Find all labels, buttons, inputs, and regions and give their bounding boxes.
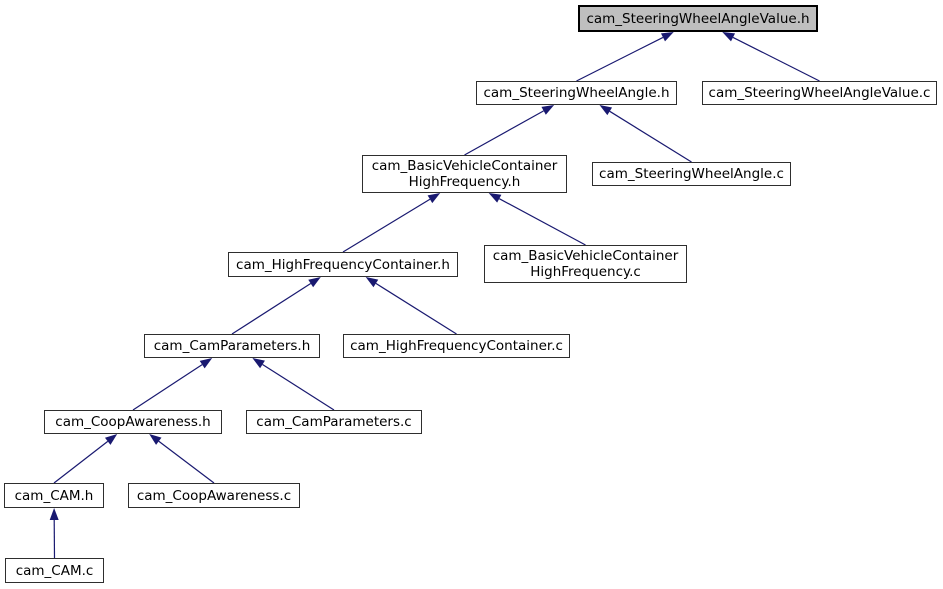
graph-node-hfc_h[interactable]: cam_HighFrequencyContainer.h [228, 252, 458, 277]
edge-arrowhead [104, 434, 118, 445]
graph-node-cam_c[interactable]: cam_CAM.c [5, 558, 104, 583]
edge-arrowhead [199, 358, 213, 369]
edge-line [375, 282, 457, 335]
edge-arrowhead [660, 32, 674, 42]
graph-node-cam_h[interactable]: cam_CAM.h [4, 483, 104, 508]
graph-node-label-line: cam_CAM.c [15, 562, 94, 579]
graph-node-label-line: cam_SteeringWheelAngle.h [483, 85, 670, 101]
graph-node-cp_c[interactable]: cam_CamParameters.c [246, 410, 422, 434]
edge-arrowhead [308, 277, 321, 288]
graph-node-ca_h[interactable]: cam_CoopAwareness.h [44, 410, 222, 434]
edge-line [53, 440, 109, 484]
graph-node-label-line: cam_CoopAwareness.h [55, 414, 211, 430]
graph-node-label-line: cam_CamParameters.h [153, 338, 311, 354]
edge-arrowhead [252, 358, 265, 369]
edge-arrowhead [49, 508, 59, 521]
graph-node-label-line: cam_HighFrequencyContainer.h [236, 256, 450, 273]
graph-node-hfc_c[interactable]: cam_HighFrequencyContainer.c [343, 334, 570, 358]
graph-node-label-line: cam_SteeringWheelAngleValue.h [586, 10, 810, 27]
graph-node-swav_h[interactable]: cam_SteeringWheelAngleValue.h [578, 5, 818, 32]
edge-line [158, 440, 215, 484]
edge-line [576, 36, 664, 82]
graph-node-label-line: cam_BasicVehicleContainer [492, 248, 679, 264]
graph-node-swav_c[interactable]: cam_SteeringWheelAngleValue.c [702, 81, 937, 105]
edge-arrowhead [149, 434, 162, 445]
edge-line [231, 282, 312, 335]
edge-line [342, 198, 431, 253]
graph-node-swa_c[interactable]: cam_SteeringWheelAngle.c [592, 162, 791, 186]
graph-node-label-line: HighFrequency.h [408, 174, 521, 190]
graph-node-ca_c[interactable]: cam_CoopAwareness.c [128, 483, 300, 508]
graph-node-label-line: cam_CAM.h [14, 487, 94, 504]
edge-arrowhead [427, 193, 441, 204]
graph-node-cp_h[interactable]: cam_CamParameters.h [144, 334, 320, 358]
graph-node-label-line: cam_HighFrequencyContainer.c [350, 338, 563, 354]
edge-line [498, 198, 586, 246]
edge-line [132, 364, 203, 411]
graph-node-label-line: cam_SteeringWheelAngle.c [599, 166, 784, 182]
edge-arrowhead [488, 193, 502, 203]
graph-node-swa_h[interactable]: cam_SteeringWheelAngle.h [476, 81, 677, 105]
edge-arrowhead [365, 277, 379, 288]
edge-line [464, 110, 544, 156]
edge-line [732, 36, 820, 82]
graph-node-label-line: cam_SteeringWheelAngleValue.c [708, 85, 931, 101]
graph-node-label-line: HighFrequency.c [530, 264, 641, 280]
edge-line [609, 110, 692, 163]
edge-arrowhead [541, 105, 555, 115]
graph-node-label-line: cam_CoopAwareness.c [136, 487, 292, 504]
edge-arrowhead [722, 32, 736, 42]
graph-node-label-line: cam_CamParameters.c [256, 414, 412, 430]
edge-line [262, 363, 335, 411]
graph-node-label-line: cam_BasicVehicleContainer [371, 158, 558, 174]
edge-arrowhead [599, 105, 613, 116]
